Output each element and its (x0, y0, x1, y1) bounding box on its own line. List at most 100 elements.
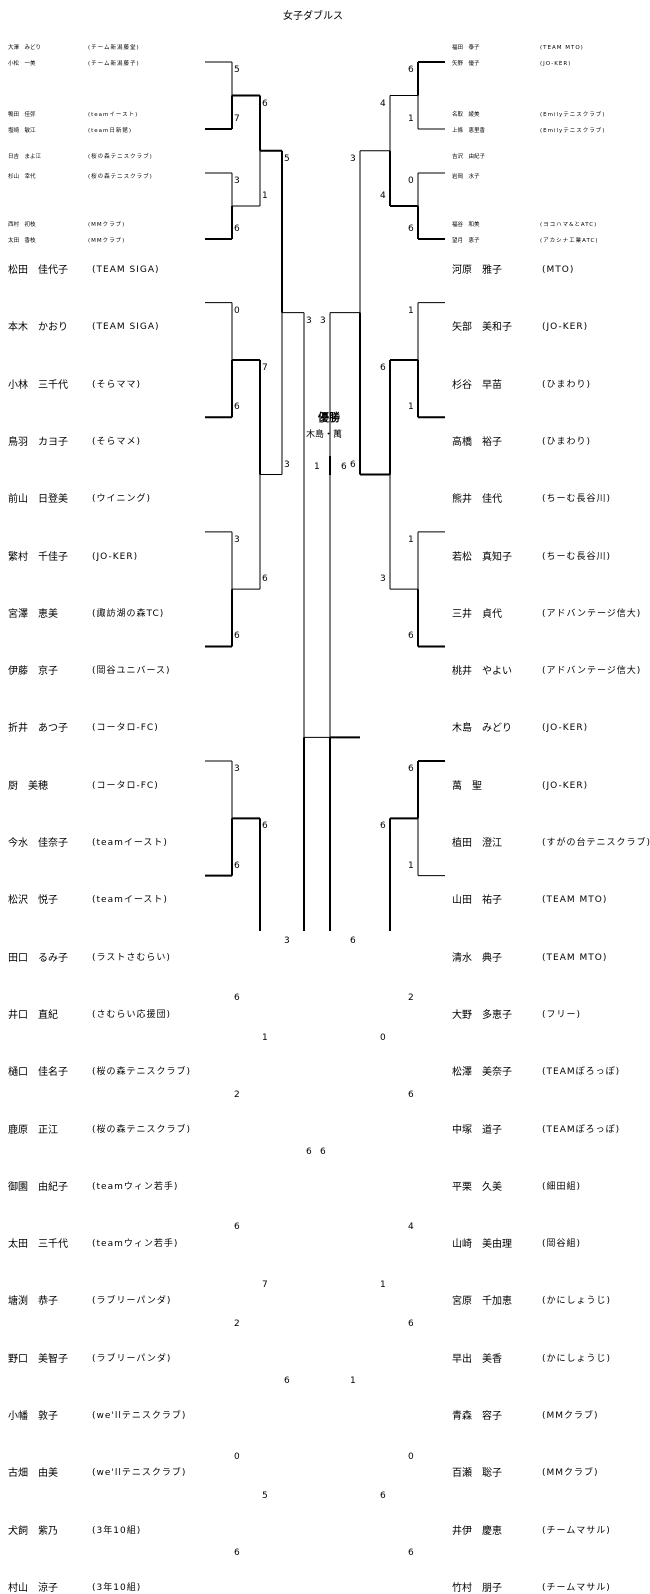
right-score: 2 (408, 993, 414, 1004)
right-player-name: 福田 泰子 (452, 45, 480, 51)
left-player-club: (チーム新潟藤堂) (88, 45, 140, 51)
left-player-club: (コータロ-FC) (92, 723, 159, 734)
left-score: 1 (262, 191, 268, 201)
right-player-club: (TEAM MTO) (542, 895, 608, 906)
left-score: 6 (234, 1222, 240, 1233)
left-player-name: 本木 かおり (8, 322, 68, 334)
right-player-name: 宮原 千加恵 (452, 1296, 512, 1308)
right-player-name: 井伊 慶恵 (452, 1525, 502, 1537)
right-player-name: 吉沢 由紀子 (452, 154, 486, 160)
right-score: 6 (408, 1089, 414, 1100)
left-score: 3 (234, 176, 240, 186)
left-score: 6 (234, 1548, 240, 1559)
left-player-name: 小幡 敦子 (8, 1411, 58, 1422)
left-player-name: 野口 美智子 (8, 1353, 68, 1365)
left-player-name: 杉山 幸代 (8, 174, 36, 180)
right-score: 6 (408, 65, 414, 75)
left-player-club: (岡谷ユニバース) (92, 666, 171, 677)
right-player-club: (TEAMぽろっぽ) (542, 1124, 621, 1135)
right-score: 6 (380, 1490, 386, 1501)
left-score: 0 (234, 1451, 240, 1462)
right-player-club: (MMクラブ) (542, 1411, 599, 1421)
left-player-club: (ラブリーパンダ) (92, 1296, 172, 1307)
right-player-name: 萬 聖 (452, 780, 482, 792)
right-player-name: 百瀬 聡子 (452, 1468, 502, 1480)
right-score: 6 (380, 362, 386, 373)
right-player-name: 桃井 やよい (452, 666, 512, 678)
right-score: 3 (380, 574, 386, 585)
right-player-name: 岩岡 水子 (452, 174, 480, 180)
right-player-name: 杉谷 早苗 (452, 379, 502, 391)
left-player-club: (3年10組) (92, 1582, 142, 1593)
right-player-club: (MMクラブ) (542, 1468, 599, 1479)
right-score: 1 (408, 114, 414, 124)
left-player-club: (teamイースト) (92, 838, 168, 848)
right-player-name: 望月 恵子 (452, 238, 480, 244)
right-player-name: 早出 美香 (452, 1353, 502, 1365)
left-player-name: 宮澤 恵美 (8, 608, 58, 620)
right-player-club: (TEAMぽろっぽ) (542, 1067, 621, 1078)
left-score: 5 (262, 1490, 268, 1501)
right-player-name: 清水 典子 (452, 952, 502, 964)
left-score: 5 (234, 65, 240, 75)
right-player-club: (チームマサル) (542, 1525, 611, 1536)
left-player-name: 大澤 みどり (8, 45, 42, 51)
left-score: 7 (262, 362, 268, 373)
left-player-club: (3年10組) (92, 1525, 142, 1536)
right-player-name: 福谷 和美 (452, 222, 480, 228)
right-score: 1 (380, 1279, 386, 1290)
right-player-name: 中塚 道子 (452, 1124, 502, 1136)
left-player-name: 松沢 悦子 (8, 895, 58, 907)
right-score: 6 (408, 1548, 414, 1559)
right-player-club: (ひまわり) (542, 436, 592, 447)
right-player-name: 名取 綾美 (452, 112, 480, 118)
right-player-club: (チームマサル) (542, 1582, 611, 1593)
left-player-name: 鹿原 正江 (8, 1124, 58, 1136)
left-score: 0 (234, 305, 240, 316)
left-score: 2 (234, 1319, 240, 1330)
left-player-club: (さむらい応援団) (92, 1009, 172, 1020)
right-player-name: 山田 祐子 (452, 895, 502, 907)
left-score: 3 (284, 935, 290, 946)
left-player-name: 繁村 千佳子 (8, 551, 68, 563)
right-score: 6 (350, 935, 356, 946)
left-player-club: (そらママ) (92, 379, 142, 390)
left-player-club: (teamイースト) (88, 112, 139, 118)
right-player-name: 矢部 美和子 (452, 322, 512, 334)
right-player-club: (かにしょうじ) (542, 1296, 612, 1307)
right-score: 6 (408, 1319, 414, 1330)
left-player-name: 松田 佳代子 (8, 265, 68, 276)
tournament-bracket: 女子ダブルス 優勝 木島・萬 大澤 みどり(チーム新潟藤堂)小松 一美(チーム新… (8, 12, 650, 1594)
right-player-name: 上條 恵里香 (452, 128, 486, 134)
left-player-name: 鳥羽 カヨ子 (8, 436, 68, 448)
left-score: 7 (234, 114, 240, 124)
right-score: 1 (408, 305, 414, 316)
right-score: 3 (320, 315, 326, 326)
right-score: 1 (408, 860, 414, 871)
champion-names: 木島・萬 (306, 430, 343, 440)
left-player-club: (桜の森テニスクラブ) (88, 154, 153, 160)
right-score: 1 (408, 402, 414, 413)
right-player-club: (ヨコハマ&とATC) (540, 222, 598, 228)
left-player-club: (ラブリーパンダ) (92, 1353, 172, 1364)
right-player-name: 熊井 佳代 (452, 494, 502, 506)
left-player-club: (TEAM SIGA) (92, 265, 160, 275)
right-player-name: 三井 貞代 (452, 608, 502, 620)
left-player-club: (teamウィン若手) (92, 1239, 179, 1250)
left-player-name: 田口 るみ子 (8, 952, 68, 964)
right-player-name: 木島 みどり (452, 723, 512, 735)
left-player-club: (MMクラブ) (88, 238, 126, 244)
left-score: 6 (234, 631, 240, 642)
right-player-name: 大野 多恵子 (452, 1009, 512, 1021)
right-score: 6 (408, 764, 414, 775)
right-score: 0 (408, 176, 414, 186)
right-player-club: (ちーむ長谷川) (542, 494, 612, 505)
left-score: 3 (284, 459, 290, 470)
right-player-club: (アドバンテージ信大) (542, 608, 642, 619)
right-score: 6 (320, 1147, 326, 1158)
left-player-club: (teamイースト) (92, 895, 168, 906)
left-player-club: (we'llテニスクラブ) (92, 1411, 187, 1421)
left-score: 1 (262, 1032, 268, 1043)
left-score: 3 (306, 315, 312, 326)
left-score: 3 (234, 534, 240, 545)
